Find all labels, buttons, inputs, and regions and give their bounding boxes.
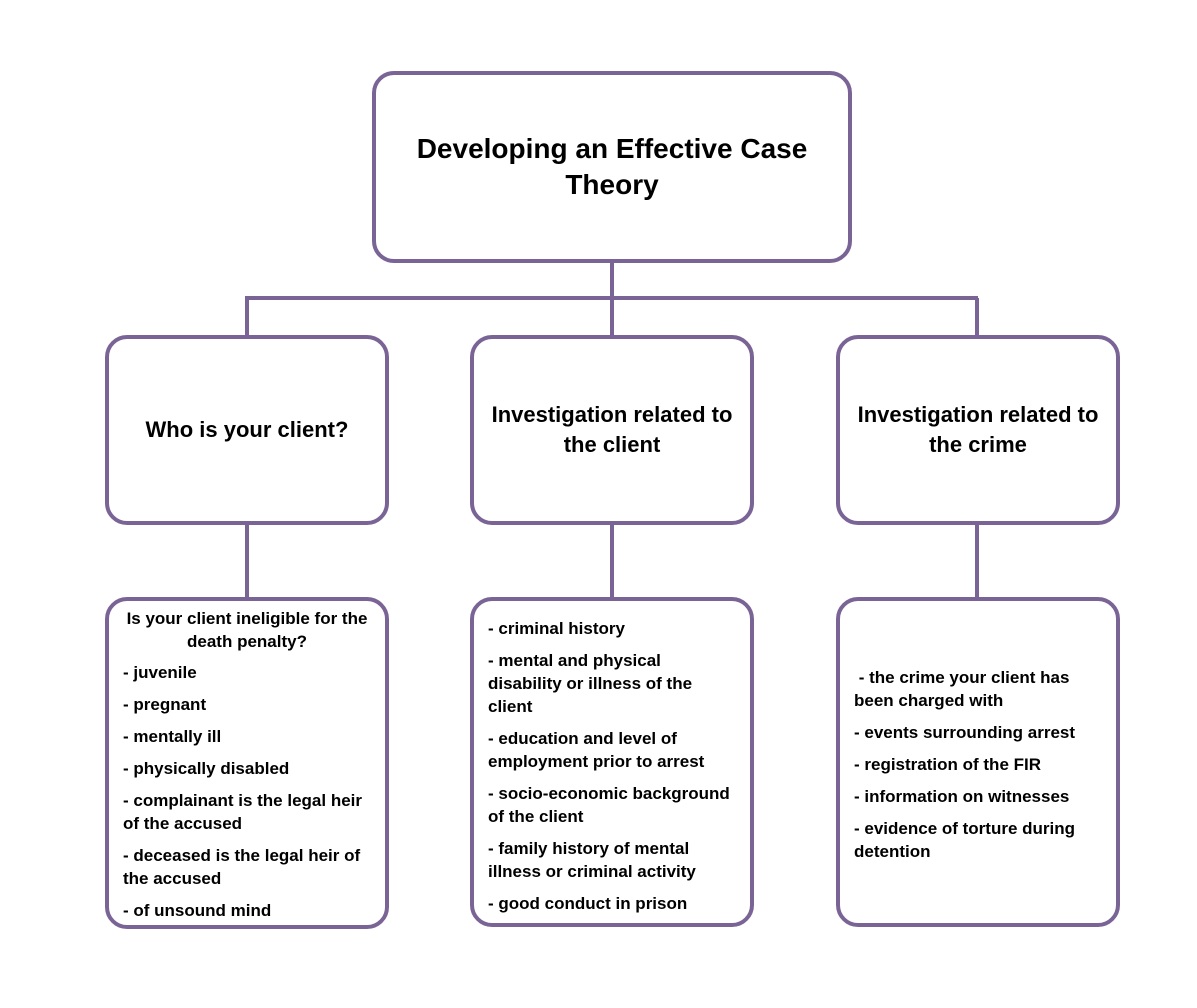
list-intro: Is your client ineligible for the death … (126, 609, 368, 651)
list-box-client: Is your client ineligible for the death … (105, 597, 389, 929)
list-item: - complainant is the legal heir of the a… (123, 791, 362, 833)
heading-box-client: Who is your client? (105, 335, 389, 525)
list-item: - of unsound mind (123, 901, 272, 920)
list-item: - family history of mental illness or cr… (488, 839, 696, 881)
list-item: - juvenile (123, 663, 197, 682)
item-list: - juvenile - pregnant - mentally ill - p… (123, 661, 371, 922)
list-item: - deceased is the legal heir of the accu… (123, 846, 361, 888)
heading-investigation-client: Investigation related to the client (491, 402, 733, 457)
list-box-investigation-client: - criminal history - mental and physical… (470, 597, 754, 927)
list-item: - criminal history (488, 619, 625, 638)
list-item: - socio-economic background of the clien… (488, 784, 730, 826)
heading-box-investigation-crime: Investigation related to the crime (836, 335, 1120, 525)
item-list: - criminal history - mental and physical… (488, 617, 736, 915)
item-list: - the crime your client has been charged… (854, 666, 1102, 863)
list-item: - mental and physical disability or illn… (488, 651, 693, 716)
heading-investigation-crime: Investigation related to the crime (857, 402, 1099, 457)
list-item: - information on witnesses (854, 787, 1070, 806)
diagram-title: Developing an Effective Case Theory (416, 133, 808, 200)
list-item: - the crime your client has been charged… (854, 668, 1075, 710)
list-item: - pregnant (123, 695, 207, 714)
list-item: - registration of the FIR (854, 755, 1041, 774)
title-box: Developing an Effective Case Theory (372, 71, 852, 263)
list-item: - mentally ill (123, 727, 222, 746)
heading-client: Who is your client? (145, 417, 349, 442)
list-item: - good conduct in prison (488, 894, 688, 913)
heading-box-investigation-client: Investigation related to the client (470, 335, 754, 525)
list-item: - events surrounding arrest (854, 723, 1076, 742)
list-item: - physically disabled (123, 759, 290, 778)
list-item: - education and level of employment prio… (488, 729, 705, 771)
list-item: - evidence of torture during detention (854, 819, 1076, 861)
list-box-investigation-crime: - the crime your client has been charged… (836, 597, 1120, 927)
